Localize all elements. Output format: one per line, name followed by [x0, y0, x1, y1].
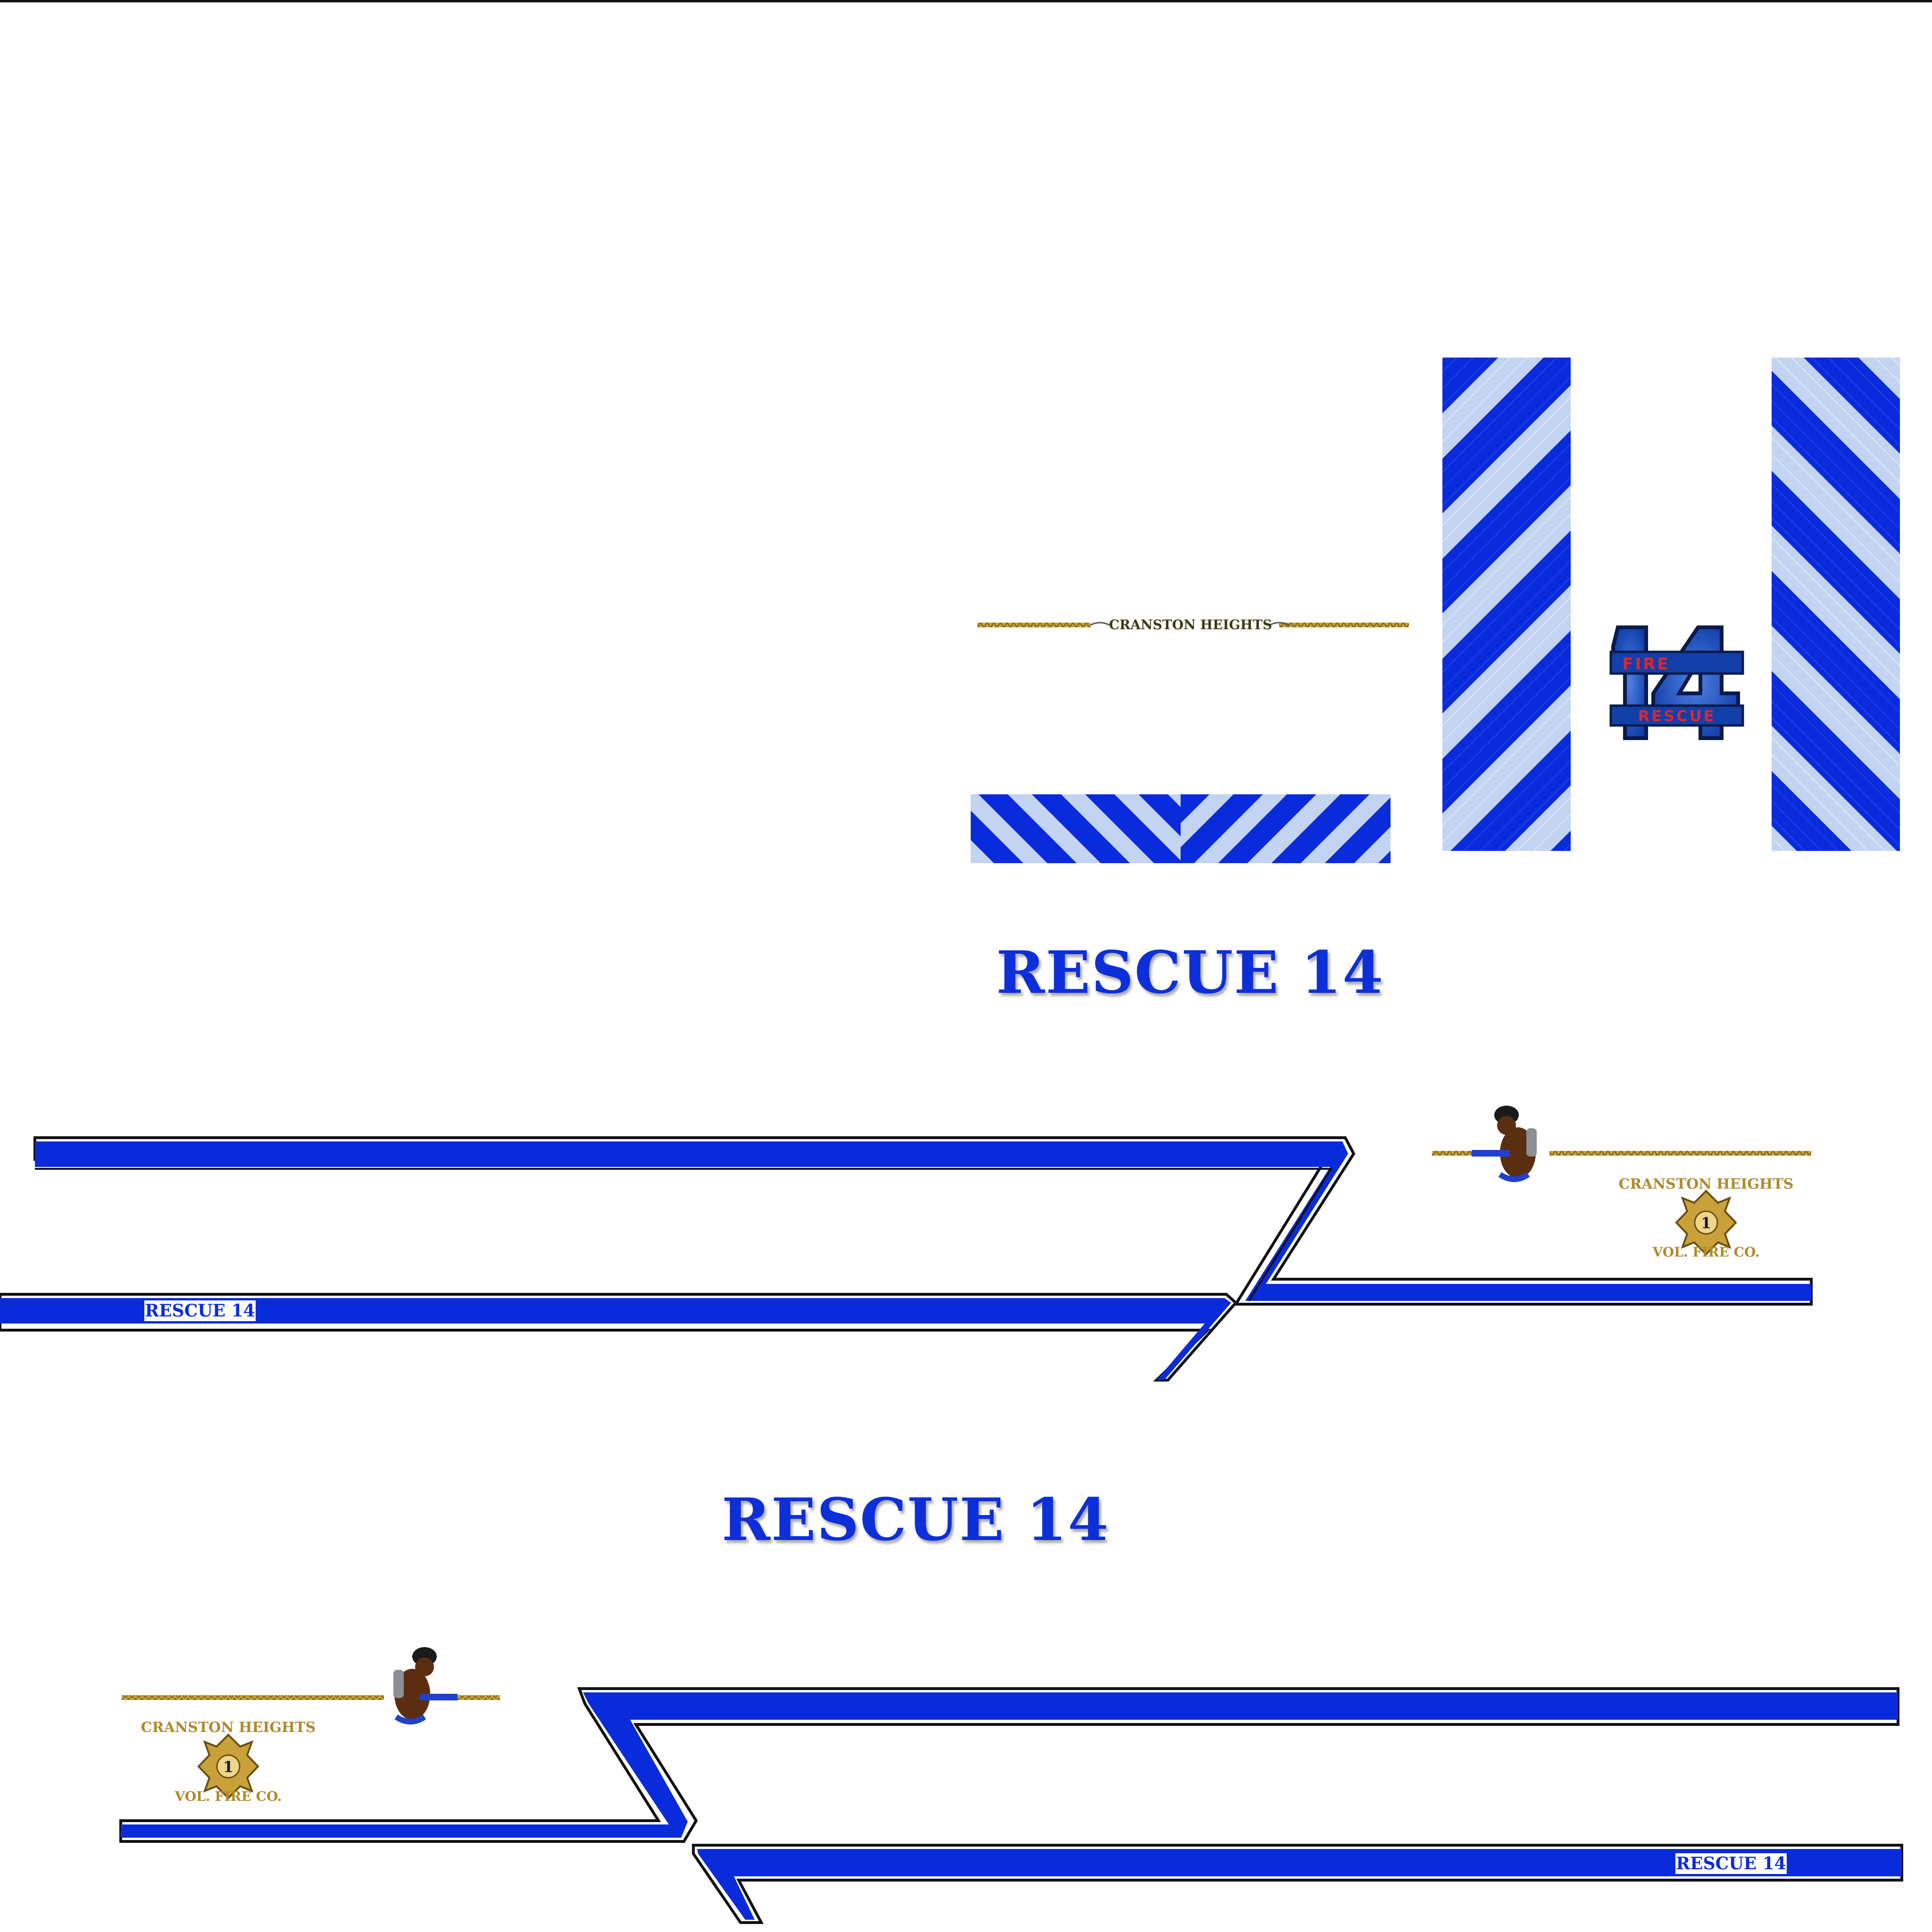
upper-company-logo: CRANSTON HEIGHTS 1 VOL. FIRE CO. — [1432, 1106, 1811, 1260]
lower-company-top-text: CRANSTON HEIGHTS — [141, 1719, 316, 1736]
badge-number: 1 — [1701, 1214, 1711, 1232]
lower-company-bottom-text: VOL. FIRE CO. — [175, 1789, 282, 1804]
chevron-panel-left-vertical — [1442, 358, 1571, 851]
maltese-cross-badge-icon: 1 — [197, 1733, 259, 1799]
top-border-line — [0, 0, 1932, 2]
badge-number: 1 — [223, 1758, 233, 1776]
unit-title-upper: RESCUE 14 — [996, 939, 1384, 1007]
fire-rescue-14-emblem: FIRE RESCUE — [1609, 625, 1744, 740]
lower-company-logo: CRANSTON HEIGHTS 1 VOL. FIRE CO. — [122, 1647, 500, 1804]
header-rope-banner — [977, 622, 1409, 627]
lower-stripe-set: RESCUE 14 — [119, 1687, 1903, 1924]
firefighter-mascot-icon — [1472, 1106, 1537, 1182]
upper-company-top-text: CRANSTON HEIGHTS — [1619, 1176, 1794, 1192]
header-company-text: CRANSTON HEIGHTS — [1109, 617, 1272, 633]
upper-stripe-label: RESCUE 14 — [145, 1301, 255, 1321]
chevron-bar-horizontal — [971, 794, 1391, 863]
emblem-rescue-text: RESCUE — [1638, 707, 1716, 725]
upper-company-bottom-text: VOL. FIRE CO. — [1652, 1244, 1760, 1260]
lower-stripe-label: RESCUE 14 — [1676, 1854, 1786, 1874]
maltese-cross-badge-icon: 1 — [1675, 1190, 1737, 1256]
chevron-panel-right-vertical — [1772, 358, 1900, 851]
unit-title-lower: RESCUE 14 — [722, 1486, 1110, 1554]
emblem-fire-text: FIRE — [1622, 655, 1670, 674]
firefighter-mascot-icon — [393, 1647, 458, 1724]
upper-stripe-set: RESCUE 14 — [0, 1136, 1813, 1382]
